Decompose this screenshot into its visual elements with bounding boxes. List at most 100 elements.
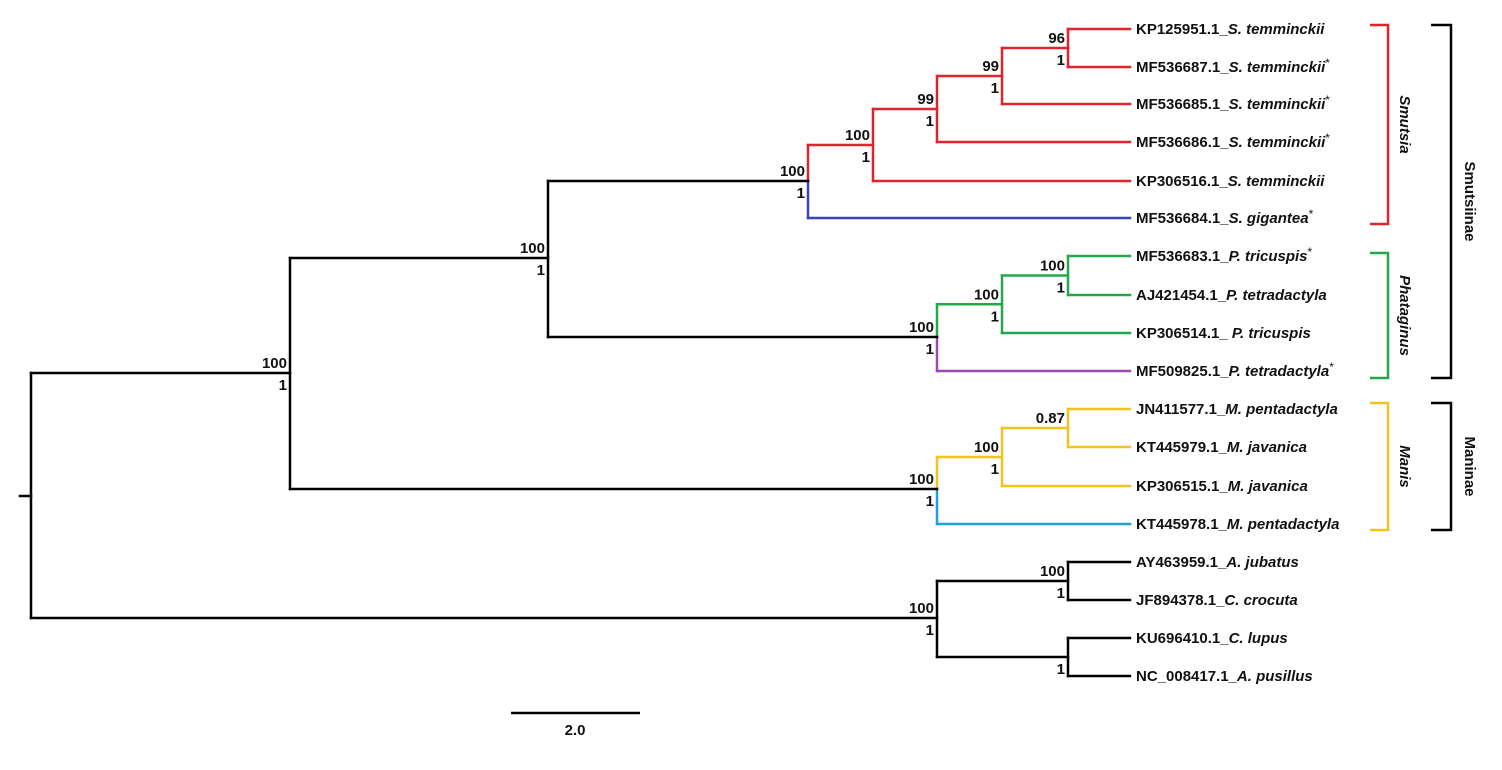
bootstrap-value-n14: 100 [1040,563,1065,580]
tip-species: P. tricuspis [1229,248,1308,265]
bootstrap-value-outgroup: 100 [909,600,934,617]
tip-accession: KU696410.1_ [1136,630,1229,647]
tip-label: KP125951.1_S. temminckii [1136,21,1325,38]
tip-label: NC_008417.1_A. pusillus [1136,668,1313,685]
tip-label: KU696410.1_C. lupus [1136,630,1288,647]
tip-accession: MF536683.1_ [1136,248,1229,265]
tip-accession: MF536687.1_ [1136,59,1229,76]
tip-accession: KP306516.1_ [1136,173,1228,190]
posterior-value-n13: 1 [279,377,287,394]
bootstrap-value-n5: 100 [780,163,805,180]
tip-accession: MF509825.1_ [1136,363,1229,380]
posterior-value-n2: 1 [991,80,999,97]
tip-accession: KP306515.1_ [1136,478,1228,495]
tip-species: P. tricuspis [1232,325,1311,342]
genus-label-manis: Manis [1396,445,1413,488]
tip-label: KP306516.1_S. temminckii [1136,173,1325,190]
bootstrap-value-n13: 100 [262,355,287,372]
subfamily-bracket-maninae [1431,401,1453,532]
tip-star-marker: * [1325,93,1330,107]
tip-star-marker: * [1329,360,1334,374]
bootstrap-value-n6: 100 [520,240,545,257]
tip-species: M. pentadactyla [1227,516,1340,533]
tip-species: S. gigantea [1229,210,1309,227]
tip-accession: KT445978.1_ [1136,516,1228,533]
tip-species: S. temminckii [1229,134,1327,151]
tip-species: S. temminckii [1229,59,1327,76]
tip-star-marker: * [1325,56,1330,70]
tip-species: C. lupus [1229,630,1288,647]
bootstrap-value-n4: 100 [845,127,870,144]
tip-accession: AJ421454.1_ [1136,287,1227,304]
bootstrap-value-n1: 96 [1048,30,1065,47]
tip-label: MF509825.1_P. tetradactyla* [1136,360,1334,380]
subfamily-label-smutsiinae: Smutsiinae [1461,161,1478,241]
tip-label: MF536687.1_S. temminckii* [1136,56,1330,76]
tip-label: KP306514.1_ P. tricuspis [1136,325,1311,342]
scale-bar-label: 2.0 [565,722,586,739]
tip-star-marker: * [1309,207,1314,221]
tip-accession: NC_008417.1_ [1136,668,1238,685]
tip-accession: MF536686.1_ [1136,134,1229,151]
bootstrap-value-n12: 100 [909,471,934,488]
tip-star-marker: * [1325,131,1330,145]
genus-label-phataginus: Phataginus [1396,275,1413,356]
posterior-value-n5: 1 [797,185,805,202]
tip-species: P. tetradactyla [1229,363,1330,380]
tip-label: KT445978.1_M. pentadactyla [1136,516,1339,533]
tree-branches [18,27,1132,678]
tip-accession: KT445979.1_ [1136,439,1228,456]
tip-accession: MF536685.1_ [1136,96,1229,113]
posterior-value-n12: 1 [926,493,934,510]
genus-bracket-manis [1370,401,1390,532]
bootstrap-value-n9: 100 [909,319,934,336]
tip-accession: JF894378.1_ [1136,592,1225,609]
bootstrap-value-n8: 100 [974,286,999,303]
tip-label: AY463959.1_A. jubatus [1136,554,1299,571]
node-support-values: 96 1 99 1 99 1 100 1 100 1 100 1 100 1 100 1 100 1 0.87 100… [262,30,1065,678]
tip-accession: MF536684.1_ [1136,210,1229,227]
scale-bar: 2.0 [511,711,640,739]
bootstrap-value-n10: 0.87 [1036,410,1065,427]
bootstrap-value-n2: 99 [982,58,999,75]
tip-species: A. pusillus [1236,668,1313,685]
tip-species: C. crocuta [1224,592,1297,609]
genus-label-smutsia: Smutsia [1396,95,1413,153]
tip-accession: KP125951.1_ [1136,21,1228,38]
tip-label: MF536684.1_S. gigantea* [1136,207,1314,227]
tip-label: MF536685.1_S. temminckii* [1136,93,1330,113]
posterior-value-n3: 1 [926,113,934,130]
tip-species: M. pentadactyla [1225,401,1338,418]
tip-species: M. javanica [1228,478,1308,495]
posterior-value-n15: 1 [1057,661,1065,678]
posterior-value-n4: 1 [862,149,870,166]
tip-species: S. temminckii [1229,96,1327,113]
posterior-value-n8: 1 [991,308,999,325]
tip-accession: JN411577.1_ [1136,401,1226,418]
bootstrap-value-n3: 99 [917,91,934,108]
bootstrap-value-n11: 100 [974,439,999,456]
tip-label: AJ421454.1_P. tetradactyla [1136,287,1327,304]
posterior-value-n9: 1 [926,341,934,358]
tip-label: MF536683.1_P. tricuspis* [1136,245,1313,265]
tip-species: M. javanica [1227,439,1307,456]
tip-species: P. tetradactyla [1226,287,1327,304]
tip-accession: KP306514.1_ [1136,325,1232,342]
subfamily-label-maninae: Maninae [1461,436,1478,496]
posterior-value-n1: 1 [1057,52,1065,69]
tip-label: MF536686.1_S. temminckii* [1136,131,1330,151]
posterior-value-n14: 1 [1057,585,1065,602]
tip-label: KT445979.1_M. javanica [1136,439,1307,456]
subfamily-bracket-smutsiinae [1431,23,1453,380]
tip-species: A. jubatus [1225,554,1299,571]
tip-label: JF894378.1_C. crocuta [1136,592,1298,609]
tip-star-marker: * [1308,245,1313,259]
tip-label: KP306515.1_M. javanica [1136,478,1308,495]
tip-label: JN411577.1_M. pentadactyla [1136,401,1338,418]
posterior-value-n7: 1 [1057,280,1065,297]
posterior-value-n11: 1 [991,461,999,478]
